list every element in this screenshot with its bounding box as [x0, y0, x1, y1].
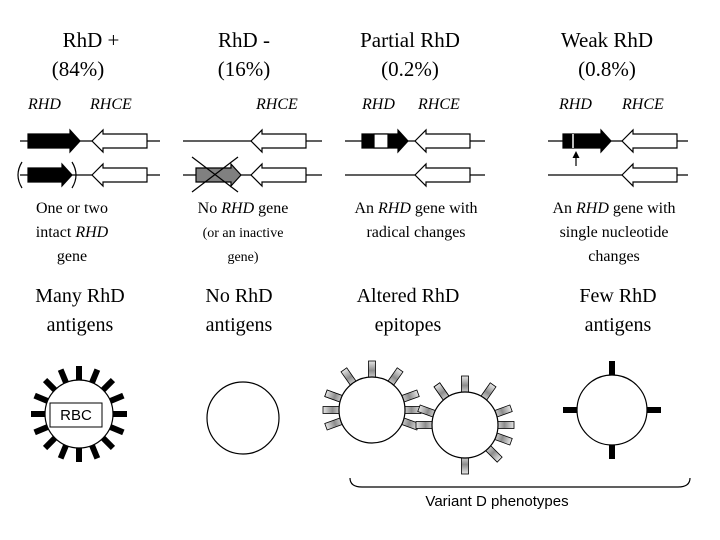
- rhd-antigen: [76, 366, 82, 383]
- rbc-circle: [206, 381, 280, 455]
- antigen-group: [563, 361, 661, 459]
- description-rhd-negative: No RHD gene (or an inactive gene): [198, 200, 289, 265]
- rbc-label-box: RBC: [49, 402, 103, 428]
- rhce-gene-arrow: [414, 128, 471, 154]
- description-line: (or an inactive: [203, 226, 284, 241]
- rhd-antigen: [76, 445, 82, 462]
- bracket-line: [349, 477, 691, 488]
- header-weak-percent: (0.8%): [578, 57, 636, 81]
- rhd-antigen: [609, 361, 615, 378]
- description-line: An RHD gene with: [354, 200, 477, 217]
- optional-gene-bracket-right: [71, 161, 77, 189]
- gene-label-rhd: RHD: [558, 96, 592, 113]
- description-line: An RHD gene with: [552, 200, 675, 217]
- description-line: gene): [227, 250, 258, 265]
- phenotype-labels: Many RhD antigens No RhD antigens Altere…: [35, 285, 656, 336]
- rbc-cell-no-antigens: [206, 381, 280, 455]
- rhd-gene-arrow: [27, 128, 81, 154]
- rbc-cell-few-antigens: [563, 361, 661, 459]
- description-weak: An RHD gene with single nucleotide changes: [552, 200, 675, 265]
- gene-pair-partial-bottom: [345, 162, 485, 188]
- phenotype-rhd-positive-line2: antigens: [47, 314, 114, 336]
- phenotype-partial-line1: Altered RhD: [357, 285, 460, 307]
- header-rhd-positive-percent: (84%): [52, 57, 104, 81]
- gene-pair-rhd-negative-bottom: [183, 156, 322, 193]
- point-mutation-marker: [572, 151, 580, 166]
- gene-label-rhce: RHCE: [89, 96, 132, 113]
- gene-label-rhce: RHCE: [417, 96, 460, 113]
- gene-pair-rhd-positive-top: [20, 128, 160, 154]
- phenotype-rhd-negative-line1: No RhD: [205, 285, 272, 307]
- header-partial-percent: (0.2%): [381, 57, 439, 81]
- rhd-antigen: [644, 407, 661, 413]
- rhd-antigen: [609, 442, 615, 459]
- rbc-cell-partial-a: [322, 360, 422, 444]
- bracket-label: Variant D phenotypes: [425, 493, 568, 510]
- rbc-cell-partial-b: [415, 375, 515, 475]
- gene-descriptions: One or two intact RHD gene No RHD gene (or …: [36, 200, 676, 265]
- description-line: single nucleotide: [560, 224, 669, 241]
- rbc-circle: [576, 374, 648, 446]
- header-rhd-positive-title: RhD +: [63, 28, 120, 52]
- description-line: No RHD gene: [198, 200, 289, 217]
- gene-diagrams: [17, 128, 688, 193]
- inactive-rhd-gene-arrow: [195, 162, 242, 188]
- rhd-gene-arrow: [562, 128, 612, 154]
- gene-pair-rhd-negative-top: [183, 128, 322, 154]
- description-rhd-positive: One or two intact RHD gene: [36, 200, 109, 265]
- description-line: changes: [588, 248, 640, 265]
- rhd-antigen: [563, 407, 580, 413]
- rhd-gene-arrow: [27, 162, 73, 188]
- description-line: One or two: [36, 200, 108, 217]
- rhd-antigen: [31, 411, 48, 417]
- phenotype-weak-line2: antigens: [585, 314, 652, 336]
- gene-label-rhd: RHD: [27, 96, 61, 113]
- header-weak-title: Weak RhD: [561, 28, 653, 52]
- rhce-gene-arrow: [621, 162, 678, 188]
- phenotype-partial-line2: epitopes: [375, 314, 442, 336]
- rhd-antigen: [110, 411, 127, 417]
- antigen-group: [322, 360, 422, 431]
- rhce-gene-arrow: [91, 128, 148, 154]
- rbc-circle: [431, 391, 499, 459]
- rbc-circle: [338, 376, 406, 444]
- header-partial-title: Partial RhD: [360, 28, 460, 52]
- description-line: gene: [57, 248, 87, 265]
- rhce-gene-arrow: [414, 162, 471, 188]
- red-blood-cells: RBC: [31, 360, 661, 475]
- rhce-gene-arrow: [250, 162, 307, 188]
- description-line: radical changes: [366, 224, 465, 241]
- gene-pair-rhd-positive-bottom: [17, 161, 160, 189]
- gene-label-rhce: RHCE: [621, 96, 664, 113]
- gene-labels: RHD RHCE RHCE RHD RHCE RHD RHCE: [27, 96, 664, 113]
- variant-d-bracket: Variant D phenotypes: [349, 477, 691, 510]
- phenotype-weak-line1: Few RhD: [579, 285, 656, 307]
- gene-pair-weak-top: [548, 128, 688, 154]
- gene-label-rhd: RHD: [361, 96, 395, 113]
- optional-gene-bracket-left: [17, 161, 23, 189]
- gene-pair-partial-top: [345, 128, 485, 154]
- gene-label-rhce: RHCE: [255, 96, 298, 113]
- rhce-gene-arrow: [621, 128, 678, 154]
- rhce-gene-arrow: [91, 162, 148, 188]
- rhce-gene-arrow: [250, 128, 307, 154]
- column-headers: RhD + (84%) RhD - (16%) Partial RhD (0.2…: [52, 28, 653, 81]
- phenotype-rhd-positive-line1: Many RhD: [35, 285, 124, 307]
- header-rhd-negative-percent: (16%): [218, 57, 270, 81]
- rbc-label: RBC: [60, 407, 92, 424]
- phenotype-rhd-negative-line2: antigens: [206, 314, 273, 336]
- inactive-cross-line: [191, 156, 239, 193]
- gene-pair-weak-bottom: [548, 162, 688, 188]
- rhce-segment-block: [373, 133, 389, 149]
- description-line: intact RHD: [36, 224, 109, 241]
- description-partial: An RHD gene with radical changes: [354, 200, 477, 241]
- header-rhd-negative-title: RhD -: [218, 28, 270, 52]
